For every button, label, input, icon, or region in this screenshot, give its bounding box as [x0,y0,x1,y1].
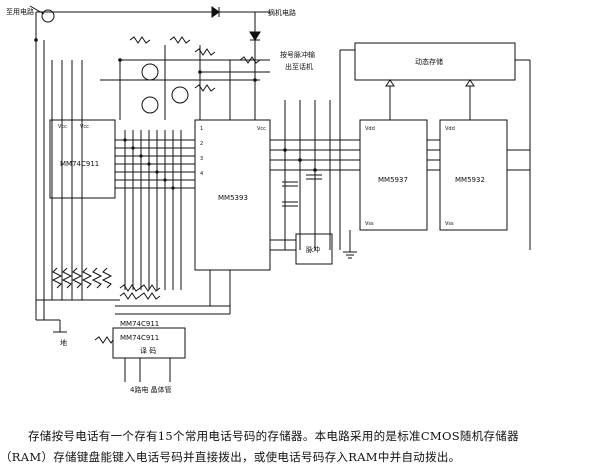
label-button-line2: 出至话机 [285,62,313,71]
label-button-line1: 按号脉冲输 [280,50,315,59]
svg-text:3: 3 [200,156,203,162]
svg-text:Vss: Vss [365,221,374,227]
svg-text:2: 2 [200,141,203,147]
label-memory-block: 动态存储 [415,57,443,66]
label-bottom-chip-name: MM74C911 [120,334,159,342]
label-ground: 地 [60,338,67,347]
label-supply: 至用电路 [6,7,34,16]
label-chip-main: MM5393 [218,194,248,202]
label-oscillator: 脉冲 [306,245,320,254]
label-bottom-chip-sub: 译 码 [140,347,156,355]
svg-text:Vdd: Vdd [365,126,375,132]
caption-line-1: 存储按号电话有一个存有15个常用电话号码的存储器。本电路采用的是标准CMOS随机… [28,429,519,443]
label-bottom-note: 4路电 晶体管 [130,385,172,394]
svg-text:Vdd: Vdd [445,126,455,132]
label-bottom-chip-top: MM74C911 [120,320,159,328]
label-chip-ram2: MM5932 [455,176,485,184]
label-chip-left: MM74C911 [60,160,99,168]
svg-text:4: 4 [200,171,203,177]
svg-text:Vcc: Vcc [58,124,67,130]
svg-text:Vss: Vss [445,221,454,227]
caption-line-2: （RAM）存储键盘能键入电话号码并直接拨出，或使电话号码存入RAM中并自动拨出。 [0,450,461,464]
svg-text:1: 1 [200,126,203,132]
svg-text:Vcc: Vcc [80,124,89,130]
label-chip-ram1: MM5937 [378,176,408,184]
svg-text:Vcc: Vcc [257,126,266,132]
label-handset: 摘机电路 [268,8,296,17]
